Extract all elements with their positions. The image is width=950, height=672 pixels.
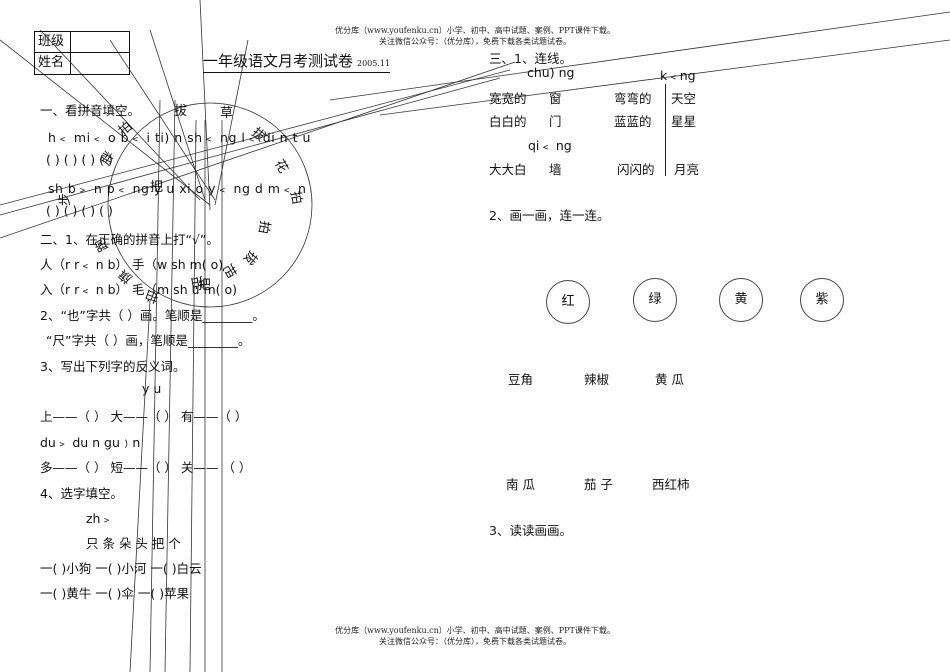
pinyin-hint: zh﹥	[86, 511, 113, 526]
antonym-row: 多——（ ） 短——（ ） 关—— （ ）	[40, 460, 252, 475]
match-word: 月亮	[674, 162, 700, 177]
stroke-question: 2、“也”字共（ ）画。笔顺是________。	[40, 308, 265, 323]
color-circle-purple: 紫	[800, 278, 844, 322]
color-circle-yellow: 黄	[719, 278, 763, 322]
match-word: 墙	[549, 162, 562, 177]
footer-line-2: 关注微信公众号：（优分库），免费下载各类试题试卷。	[379, 637, 571, 646]
answer-blank-row: ( ) ( ) ( ) ( )	[46, 203, 113, 218]
draw-connect-title: 2、画一画，连一连。	[489, 208, 610, 223]
pinyin-row: h﹤ mi﹤ o b﹤ i ti) n sh﹤ ng l﹤ di n t u	[48, 130, 311, 145]
section-3-title: 3、写出下列字的反义词。	[40, 359, 186, 374]
match-word: 窗	[549, 91, 562, 106]
wheel-char: 草	[220, 106, 234, 121]
match-word: 白白的	[489, 114, 527, 129]
page-header: 优分库（www.youfenku.cn）小学、初中、高中试题、案例、PPT课件下…	[265, 25, 685, 47]
exam-title-text: 一年级语文月考测试卷	[203, 52, 354, 70]
match-word: 宽宽的	[489, 91, 527, 106]
right-section-title: 三、1、连线。	[489, 51, 572, 66]
pinyin-hint: y u	[142, 381, 162, 396]
color-circle-green: 绿	[633, 278, 677, 322]
match-word: 天空	[671, 91, 697, 106]
match-word: 弯弯的	[614, 91, 652, 106]
vegetable-label: 西红柿	[652, 477, 690, 492]
pinyin-hint: k﹤ng	[660, 68, 696, 83]
name-label: 姓名	[38, 55, 65, 70]
match-word: 星星	[671, 114, 697, 129]
match-word: 蓝蓝的	[614, 114, 652, 129]
pinyin-choice-row: 人（r r﹤ n b） 手（w sh m( o)	[40, 257, 224, 272]
match-word: 闪闪的	[617, 162, 655, 177]
pinyin-hint: chu) ng	[527, 65, 575, 80]
vegetable-label: 辣椒	[584, 372, 610, 387]
fill-in-row: 一( )黄牛 一( )伞 一( )苹果	[40, 586, 190, 601]
section-4-title: 4、选字填空。	[40, 486, 123, 501]
fill-in-row: 一( )小狗 一( )小河 一( )白云	[40, 561, 202, 576]
wheel-char: 把	[150, 180, 164, 195]
vegetable-label: 茄 子	[584, 477, 613, 492]
class-label: 班级	[35, 32, 129, 53]
exam-title: 一年级语文月考测试卷 2005.11	[203, 50, 391, 73]
read-draw-title: 3、读读画画。	[489, 523, 572, 538]
wheel-char: 把	[198, 278, 212, 293]
pinyin-choice-row: 入（r r﹤ n b） 毛（m sh u m( o)	[40, 282, 238, 297]
header-line-2: 关注微信公众号：（优分库），免费下载各类试题试卷。	[379, 37, 571, 46]
antonym-row: 上——（ ） 大——（ ） 有——（ ）	[40, 409, 248, 424]
vegetable-label: 黄 瓜	[655, 372, 684, 387]
vegetable-label: 豆角	[508, 372, 534, 387]
pinyin-row: sh b﹥ n p﹤ ng y u xi o y﹤ ng d m﹤ n	[48, 181, 307, 196]
section-1-title: 一、看拼音填空。	[40, 103, 141, 118]
wheel-char: 拔	[174, 104, 188, 119]
match-word: 大大白	[489, 162, 527, 177]
header-line-1: 优分库（www.youfenku.cn）小学、初中、高中试题、案例、PPT课件下…	[335, 26, 615, 35]
pinyin-hint: qi﹤ ng	[528, 138, 572, 153]
exam-date: 2005.11	[357, 59, 391, 68]
word-options: 只 条 朵 头 把 个	[86, 536, 181, 551]
student-info-box: 班级 姓名	[34, 31, 130, 75]
page-footer: 优分库（www.youfenku.cn）小学、初中、高中试题、案例、PPT课件下…	[265, 625, 685, 647]
match-divider	[665, 84, 666, 176]
stroke-question: “尺”字共（ ）画，笔顺是________。	[46, 333, 251, 348]
pinyin-hint: du﹥ du n gu﹚n	[40, 435, 141, 450]
vegetable-label: 南 瓜	[506, 477, 535, 492]
color-circle-red: 红	[546, 280, 590, 324]
section-2-title: 二、1、在正确的拼音上打“√”。	[40, 232, 219, 247]
match-word: 门	[549, 114, 562, 129]
footer-line-1: 优分库（www.youfenku.cn）小学、初中、高中试题、案例、PPT课件下…	[335, 626, 615, 635]
answer-blank-row: ( ) ( ) ( ) ( )	[46, 152, 113, 167]
